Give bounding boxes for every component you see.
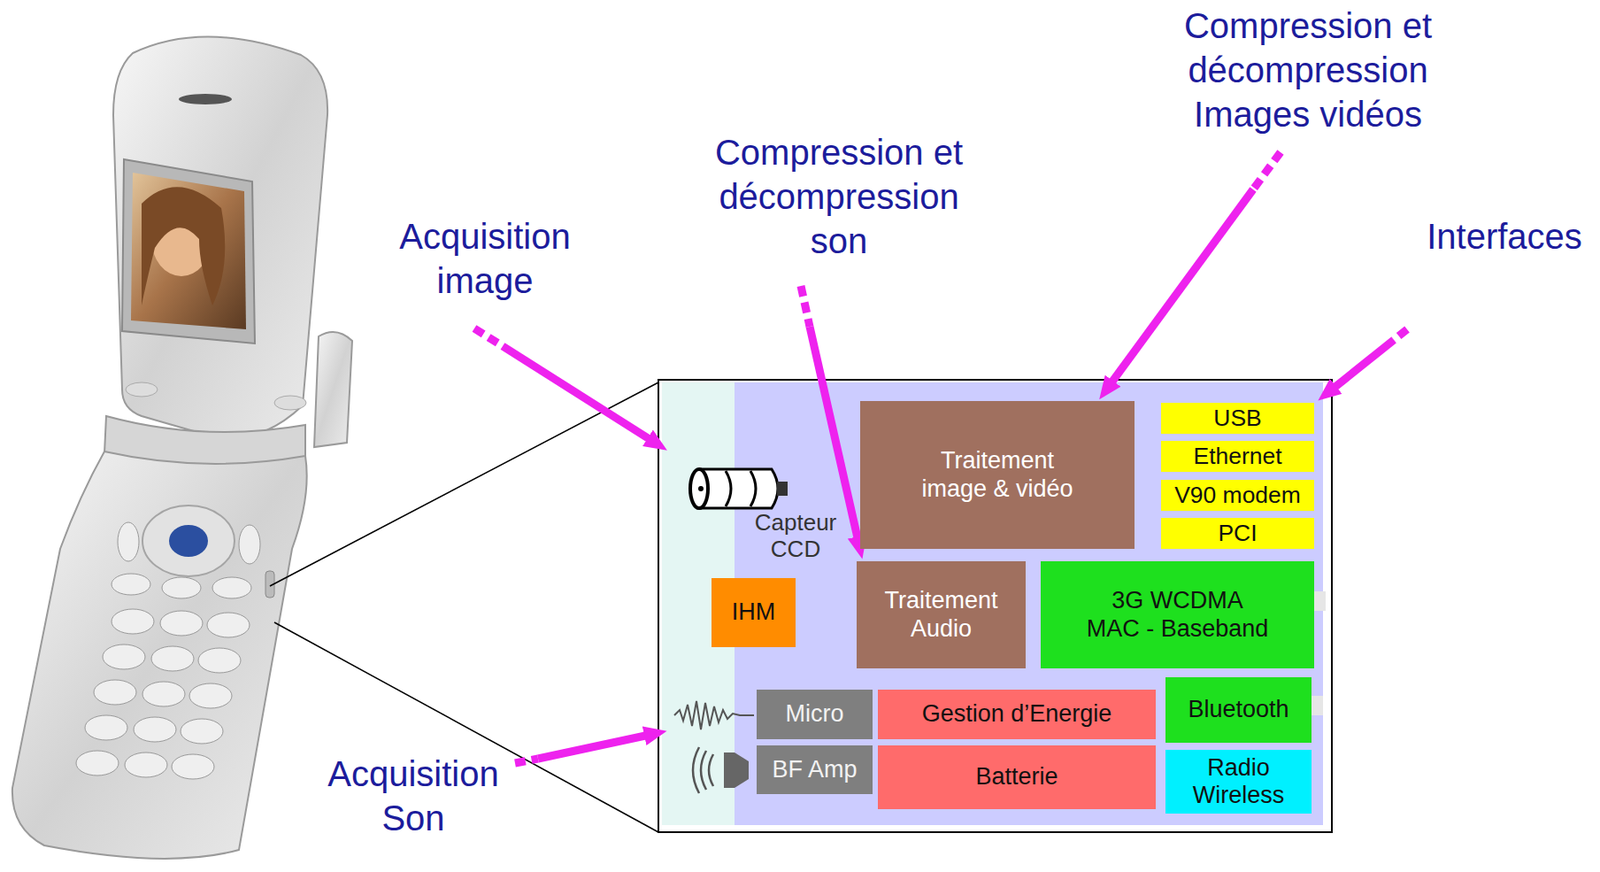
callout-label: Interfaces bbox=[1415, 214, 1593, 259]
callout-arrow bbox=[1393, 329, 1408, 340]
key bbox=[102, 644, 146, 670]
interface-block: V90 modem bbox=[1161, 479, 1315, 511]
key bbox=[93, 679, 137, 705]
radio-block: Bluetooth bbox=[1165, 676, 1312, 743]
block-text: Batterie bbox=[975, 762, 1058, 791]
block-text: IHM bbox=[731, 598, 777, 626]
lens-back bbox=[776, 481, 788, 496]
block-text: PCI bbox=[1217, 519, 1257, 547]
soft-key bbox=[117, 522, 139, 562]
phone-antenna bbox=[314, 331, 353, 447]
block-text: V90 modem bbox=[1174, 481, 1301, 508]
key bbox=[171, 753, 215, 779]
radio-block: Radio Wireless bbox=[1165, 749, 1312, 814]
keypad bbox=[76, 608, 250, 779]
power-block: Gestion d’Energie bbox=[877, 689, 1156, 739]
end-key bbox=[212, 576, 252, 599]
component-label: Capteur CCD bbox=[746, 509, 846, 563]
key bbox=[142, 681, 185, 707]
nav-center bbox=[169, 524, 208, 557]
interface-block: USB bbox=[1161, 402, 1315, 434]
processing-block: Traitement Audio bbox=[856, 561, 1026, 669]
key bbox=[76, 750, 119, 776]
block-text: Traitement image & vidéo bbox=[867, 446, 1128, 502]
connector-tab bbox=[1314, 591, 1326, 611]
callout-arrow bbox=[502, 346, 653, 441]
block-text: USB bbox=[1213, 404, 1262, 431]
callout-label: Compression et décompression Images vidé… bbox=[1161, 3, 1454, 137]
phone-screen bbox=[130, 172, 247, 330]
phone-lid bbox=[113, 36, 328, 439]
screen-frame bbox=[122, 159, 255, 344]
label-text: Compression et décompression son bbox=[692, 130, 985, 263]
callout-label: Compression et décompression son bbox=[692, 130, 985, 263]
callout-arrow bbox=[538, 734, 650, 759]
lens-dot bbox=[698, 485, 704, 492]
zoom-line bbox=[269, 382, 659, 586]
chip-die bbox=[734, 382, 1324, 825]
speaker-wave bbox=[708, 753, 714, 786]
interface-block: PCI bbox=[1161, 517, 1315, 549]
label-text: Compression et décompression Images vidé… bbox=[1161, 3, 1454, 137]
audio-io-block: Micro bbox=[756, 689, 873, 739]
key bbox=[151, 646, 194, 671]
chip-outline bbox=[658, 379, 1332, 832]
radio-block: 3G WCDMA MAC - Baseband bbox=[1040, 561, 1315, 669]
key bbox=[198, 647, 241, 673]
block-text: Traitement Audio bbox=[863, 586, 1019, 642]
speaker-wave bbox=[692, 746, 700, 793]
block-text: Micro bbox=[785, 700, 845, 728]
screen-hair bbox=[141, 186, 225, 306]
key bbox=[124, 752, 168, 777]
key bbox=[207, 612, 250, 638]
key bbox=[160, 610, 203, 636]
lid-hinge-pad bbox=[274, 395, 307, 410]
key bbox=[133, 716, 177, 742]
key bbox=[111, 608, 154, 634]
label-text: Interfaces bbox=[1426, 214, 1583, 259]
callout-label: Acquisition image bbox=[369, 214, 600, 303]
audio-io-block: BF Amp bbox=[756, 745, 873, 794]
phone-body bbox=[12, 451, 308, 859]
sound-wave bbox=[674, 700, 754, 730]
callout-arrow bbox=[1331, 339, 1394, 390]
callout-label: Acquisition Son bbox=[298, 751, 529, 840]
callout-arrow bbox=[515, 758, 539, 763]
block-text: 3G WCDMA MAC - Baseband bbox=[1047, 586, 1308, 642]
hmi-block: IHM bbox=[711, 577, 796, 647]
callout-arrow bbox=[1253, 152, 1281, 190]
lid-hinge-pad bbox=[125, 382, 158, 397]
block-text: Gestion d’Energie bbox=[922, 700, 1113, 728]
block-text: BF Amp bbox=[771, 755, 857, 784]
speaker-wave bbox=[700, 750, 707, 790]
phone-speaker bbox=[178, 93, 232, 105]
speaker-cone bbox=[723, 752, 749, 788]
soft-key bbox=[238, 524, 261, 564]
interface-block: Ethernet bbox=[1161, 440, 1315, 472]
callout-arrow bbox=[474, 328, 503, 347]
lens-ring bbox=[750, 470, 756, 507]
block-text: Ethernet bbox=[1192, 442, 1282, 470]
nav-pad bbox=[142, 505, 235, 577]
label-text: Capteur CCD bbox=[746, 509, 846, 563]
callout-arrow bbox=[1109, 189, 1254, 385]
connector-tab bbox=[1311, 695, 1324, 716]
callout-arrow bbox=[800, 285, 810, 327]
key bbox=[180, 718, 224, 744]
key bbox=[84, 715, 128, 740]
lens-ring bbox=[725, 470, 731, 507]
block-text: Bluetooth bbox=[1187, 695, 1289, 724]
block-text: Radio Wireless bbox=[1172, 753, 1305, 809]
label-text: Acquisition Son bbox=[298, 751, 529, 840]
power-block: Batterie bbox=[877, 745, 1156, 809]
zoom-line bbox=[274, 622, 659, 832]
label-text: Acquisition image bbox=[369, 214, 600, 303]
processing-block: Traitement image & vidéo bbox=[860, 400, 1135, 549]
clear-key bbox=[161, 576, 201, 599]
lens-front bbox=[690, 469, 708, 508]
key bbox=[189, 683, 232, 708]
call-key bbox=[111, 573, 151, 595]
lens-body bbox=[699, 469, 778, 508]
